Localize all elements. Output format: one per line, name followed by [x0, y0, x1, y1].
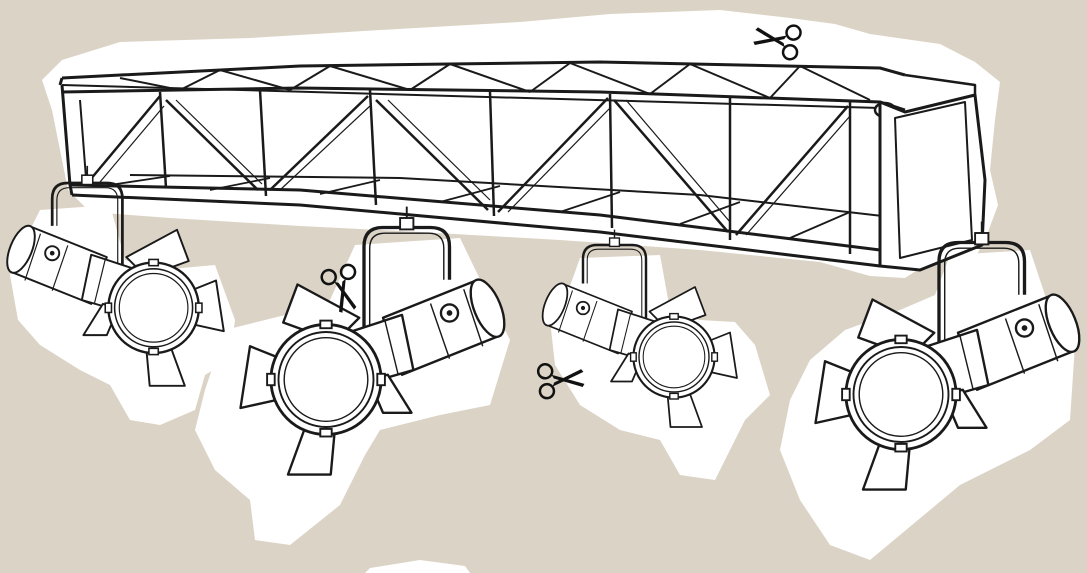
truss-beam [58, 60, 987, 272]
